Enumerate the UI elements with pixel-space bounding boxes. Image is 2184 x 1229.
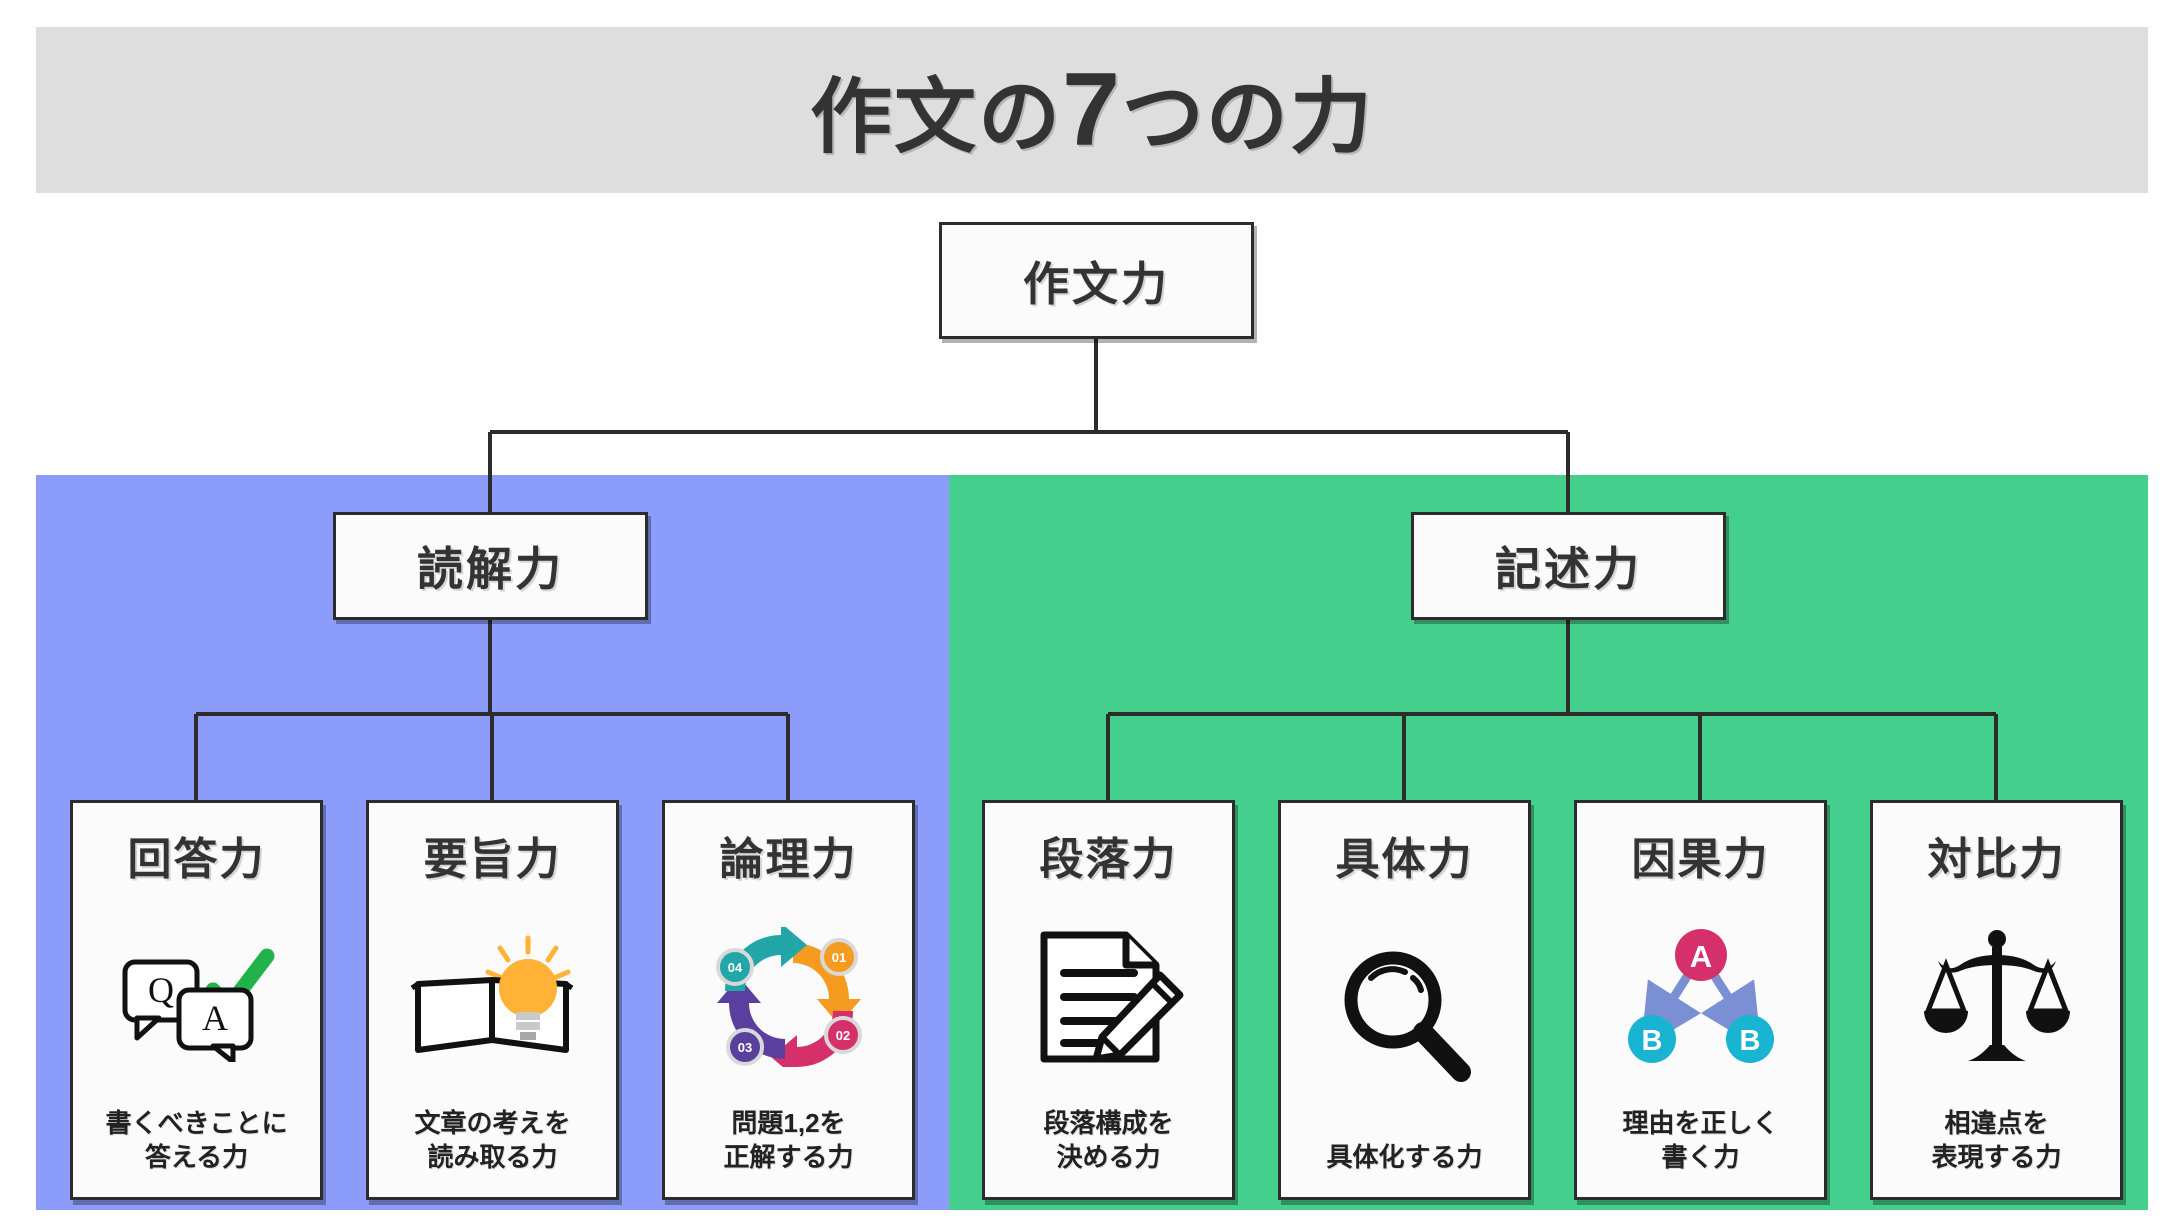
title-banner: 作文の7つの力 — [36, 27, 2148, 193]
node-branch-reading-label: 読解力 — [417, 543, 564, 595]
card-caption: 書くべきことに 答える力 — [105, 1108, 288, 1173]
page-title: 作文の7つの力 — [810, 50, 1374, 170]
card-youshiryoku[interactable]: 要旨力 文章の考えを 読み取る力 — [366, 800, 619, 1200]
card-danrakuryoku[interactable]: 段落力 段落構成を 決める力 — [982, 800, 1235, 1200]
card-title: 段落力 — [1039, 835, 1178, 884]
card-caption: 相違点を 表現する力 — [1931, 1108, 2062, 1173]
node-branch-writing-label: 記述力 — [1495, 543, 1642, 595]
card-caption: 理由を正しく 書く力 — [1622, 1108, 1779, 1173]
title-prefix: 作文の — [810, 72, 1063, 163]
cycle-arrows-icon: 01 02 03 04 — [665, 887, 912, 1107]
card-title: 因果力 — [1631, 835, 1770, 884]
card-caption: 段落構成を 決める力 — [1043, 1108, 1174, 1173]
card-taihiryoku[interactable]: 対比力 相違点を 表現する力 — [1870, 800, 2123, 1200]
title-number: 7 — [1062, 52, 1122, 168]
title-suffix: つの力 — [1121, 72, 1374, 163]
node-root[interactable]: 作文力 — [939, 222, 1254, 339]
balance-scale-icon — [1873, 887, 2120, 1107]
svg-text:02: 02 — [835, 1028, 849, 1043]
node-branch-reading[interactable]: 読解力 — [333, 512, 648, 620]
card-ingaryoku[interactable]: 因果力 A B B 理由を正しく 書く力 — [1574, 800, 1827, 1200]
cause-effect-nodes-icon: A B B — [1577, 887, 1824, 1107]
card-title: 論理力 — [719, 835, 858, 884]
card-caption: 文章の考えを 読み取る力 — [414, 1108, 571, 1173]
document-pencil-icon — [985, 887, 1232, 1107]
svg-text:03: 03 — [737, 1040, 751, 1055]
svg-text:01: 01 — [831, 950, 845, 965]
node-branch-writing[interactable]: 記述力 — [1411, 512, 1726, 620]
svg-text:Q: Q — [148, 970, 174, 1010]
card-title: 回答力 — [127, 835, 266, 884]
svg-text:B: B — [1739, 1025, 1760, 1057]
card-title: 具体力 — [1335, 835, 1474, 884]
card-kaitouryoku[interactable]: 回答力 Q A 書くべきことに 答える力 — [70, 800, 323, 1200]
node-root-label: 作文力 — [1023, 257, 1170, 310]
card-caption: 具体化する力 — [1326, 1142, 1483, 1173]
card-gutairyoku[interactable]: 具体力 具体化する力 — [1278, 800, 1531, 1200]
card-title: 要旨力 — [423, 835, 562, 884]
svg-text:04: 04 — [727, 960, 742, 975]
card-ronriryoku[interactable]: 論理力 01 02 03 0 — [662, 800, 915, 1200]
magnifying-glass-icon — [1281, 887, 1528, 1141]
svg-text:A: A — [202, 998, 228, 1038]
svg-text:B: B — [1641, 1025, 1662, 1057]
qa-speech-bubbles-check-icon: Q A — [73, 887, 320, 1107]
open-book-lightbulb-icon — [369, 887, 616, 1107]
svg-text:A: A — [1689, 939, 1711, 974]
card-caption: 問題1,2を 正解する力 — [723, 1108, 854, 1173]
card-title: 対比力 — [1927, 835, 2066, 884]
